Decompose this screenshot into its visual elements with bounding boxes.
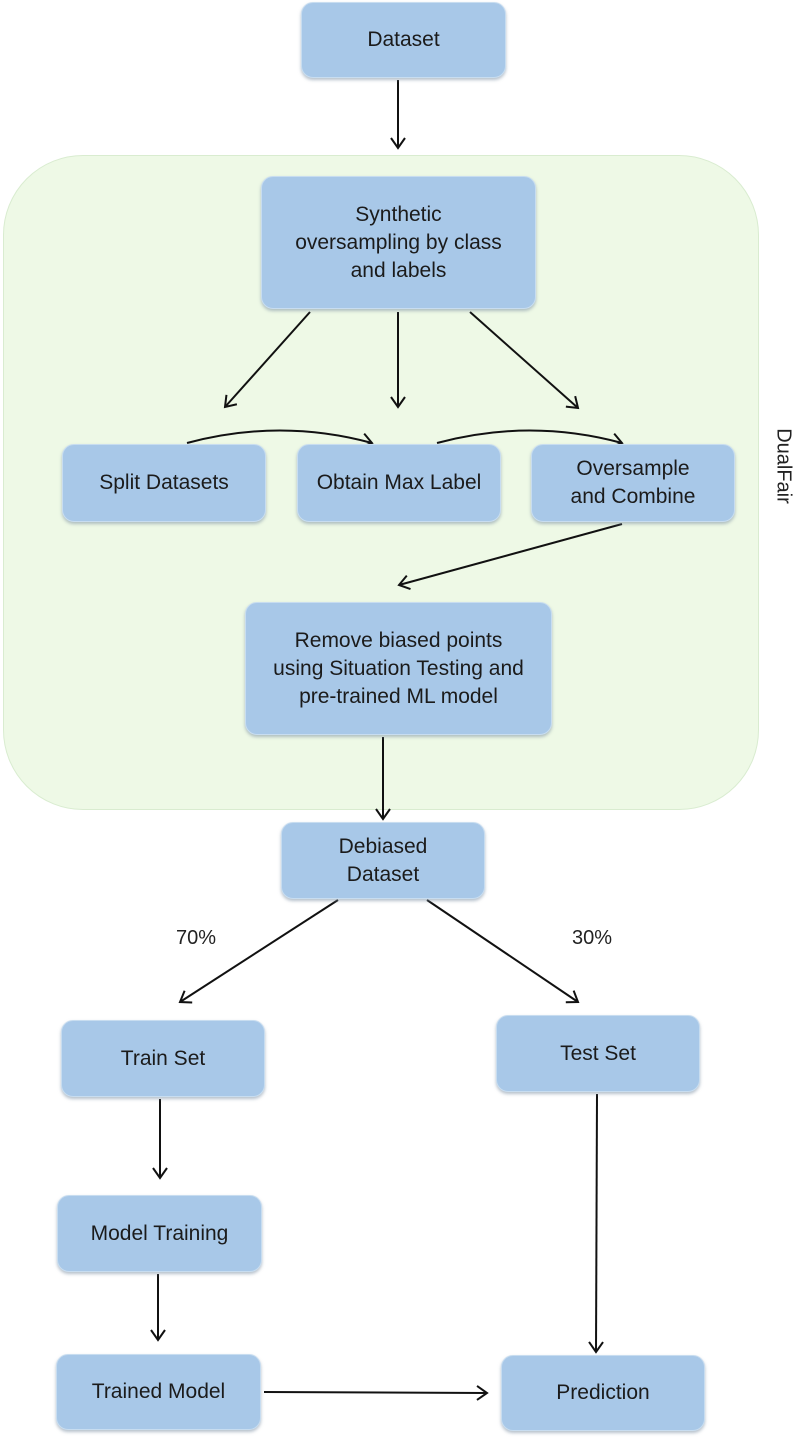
train-set-label: Train Set xyxy=(120,1046,206,1070)
edge-synthetic-to-oversample xyxy=(469,311,580,410)
train-split-percent: 70% xyxy=(176,927,217,949)
test-split-percent: 30% xyxy=(572,927,613,949)
remove-biased-points-label: Remove biased points using Situation Tes… xyxy=(273,628,524,708)
edge-debiased-to-test xyxy=(426,899,580,1004)
debiased-dataset-label: Debiased Dataset xyxy=(338,834,428,886)
edge-oversample-to-remove xyxy=(397,523,623,591)
edge-split-to-obtain-max xyxy=(186,429,374,449)
synthetic-oversampling-label: Synthetic oversampling by class and labe… xyxy=(295,202,502,282)
test-set-node: Test Set xyxy=(496,1015,700,1092)
test-set-label: Test Set xyxy=(560,1041,636,1065)
edge-synthetic-to-split xyxy=(223,311,311,409)
edge-obtain-max-to-oversample xyxy=(436,429,624,449)
edge-trained-to-prediction xyxy=(263,1385,489,1401)
remove-biased-points-node: Remove biased points using Situation Tes… xyxy=(245,602,552,735)
obtain-max-label-label: Obtain Max Label xyxy=(316,471,482,494)
model-training-node: Model Training xyxy=(57,1195,262,1272)
synthetic-oversampling-node: Synthetic oversampling by class and labe… xyxy=(261,176,536,309)
trained-model-node: Trained Model xyxy=(56,1354,261,1430)
edge-test-to-prediction xyxy=(588,1093,604,1354)
train-set-node: Train Set xyxy=(61,1020,265,1097)
split-datasets-node: Split Datasets xyxy=(62,444,266,522)
split-datasets-label: Split Datasets xyxy=(99,471,229,494)
trained-model-label: Trained Model xyxy=(91,1380,226,1403)
dataset-label: Dataset xyxy=(367,28,440,51)
dataset-node: Dataset xyxy=(301,2,506,78)
debiased-dataset-node: Debiased Dataset xyxy=(281,822,485,899)
edge-debiased-to-train xyxy=(178,899,339,1004)
obtain-max-label-node: Obtain Max Label xyxy=(297,444,501,522)
oversample-combine-node: Oversample and Combine xyxy=(531,444,735,522)
prediction-node: Prediction xyxy=(501,1355,705,1431)
prediction-label: Prediction xyxy=(556,1381,650,1404)
oversample-combine-label: Oversample and Combine xyxy=(570,457,696,508)
model-training-label: Model Training xyxy=(90,1221,229,1245)
